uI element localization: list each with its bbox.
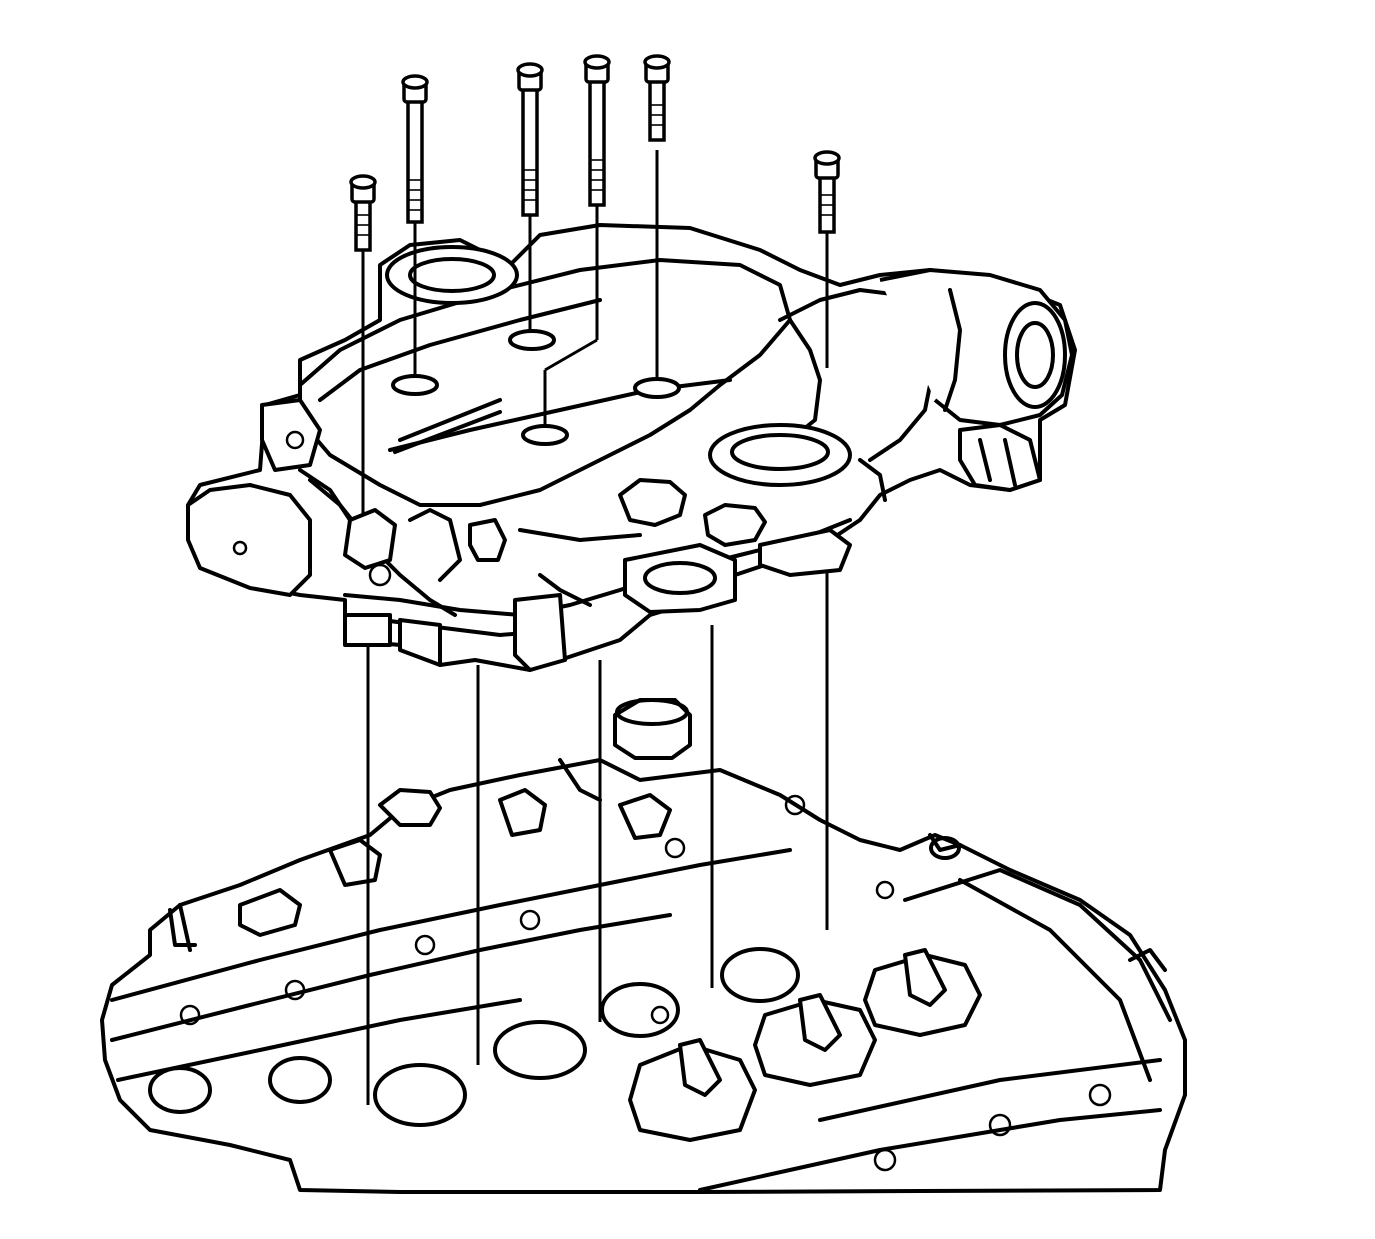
bolt-hole-1 xyxy=(391,374,439,396)
bolt-2 xyxy=(401,74,429,224)
alignment-guides-lower xyxy=(366,570,829,1105)
bolt-1 xyxy=(349,174,377,252)
bolt-hole-2 xyxy=(508,329,556,351)
ignition-coil-2 xyxy=(753,993,877,1087)
bolt-guide-4b xyxy=(544,338,598,372)
alignment-guides-upper xyxy=(361,205,829,515)
intake-manifold xyxy=(186,223,1077,672)
engine-cylinder-head xyxy=(100,698,1187,1194)
ignition-coil-3 xyxy=(863,948,982,1037)
manifold-port-left xyxy=(385,245,519,305)
bolt-hole-3 xyxy=(521,424,569,446)
bolt-4 xyxy=(583,54,611,207)
oil-filler-cap xyxy=(613,698,692,760)
manifold-port-right xyxy=(708,423,852,487)
throttle-body xyxy=(879,268,1074,492)
bolt-5 xyxy=(643,54,671,205)
bolt-6 xyxy=(813,150,841,234)
bolt-hole-4 xyxy=(633,377,681,399)
bolt-3 xyxy=(516,62,544,217)
ignition-coil-1 xyxy=(628,1038,757,1142)
